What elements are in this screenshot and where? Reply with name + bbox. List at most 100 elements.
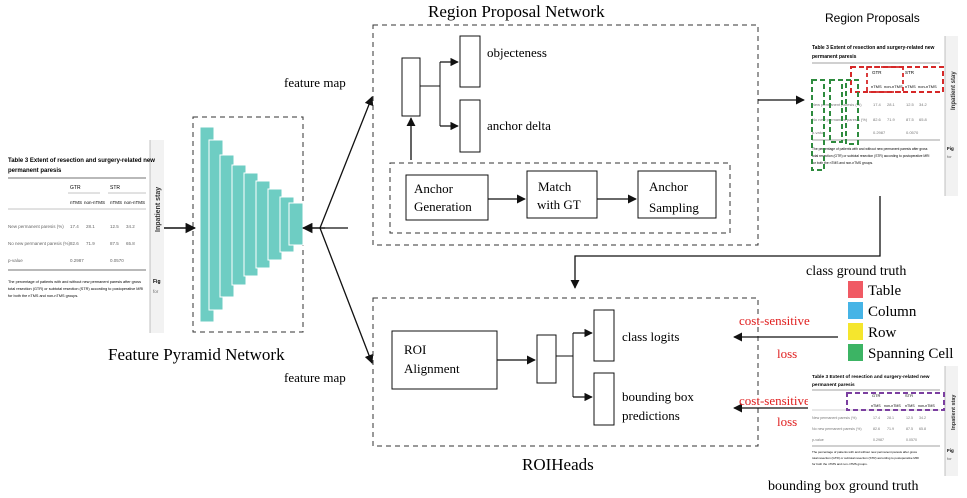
legend-label-1: Table xyxy=(868,283,901,299)
input-row-1-v2: 28.1 xyxy=(86,224,95,229)
gt-row-2-v1: 82.6 xyxy=(873,427,880,431)
input-side-fig: Fig xyxy=(153,279,161,285)
anchor-delta-label: anchor delta xyxy=(487,118,551,133)
gt-footnote-1: The percentage of patients with and with… xyxy=(812,450,918,454)
gt-table-title-2: permanent paresis xyxy=(812,382,855,388)
input-row-3-v1: 0.2987 xyxy=(70,258,84,263)
bbox-predictions-label-2: predictions xyxy=(622,408,680,423)
anchor-sampling-box xyxy=(637,170,717,219)
input-side-text: Inpatient stay xyxy=(155,187,162,232)
class-loss-label-2: loss xyxy=(777,346,797,361)
gt-side-for: for xyxy=(947,456,952,461)
input-sub-3: nTMS xyxy=(110,200,122,205)
gt-row-2-v3: 87.5 xyxy=(906,427,913,431)
input-table-title-2: permanent paresis xyxy=(8,168,62,174)
gt-table-title-1: Table 3 Extent of resection and surgery-… xyxy=(812,374,930,380)
proposals-row-2-v2: 71.9 xyxy=(887,117,896,122)
proposals-row-3-v1: 0.2987 xyxy=(873,130,886,135)
anchor-generation-box xyxy=(405,174,489,221)
proposals-row-2-v1: 82.6 xyxy=(873,117,882,122)
proposals-footnote-2: total resection (GTR) or subtotal resect… xyxy=(812,154,930,158)
input-row-1-v4: 34.2 xyxy=(126,224,135,229)
gt-row-3-label: p-value xyxy=(812,438,824,442)
class-logits-box xyxy=(593,309,615,362)
input-row-3-v3: 0.0570 xyxy=(110,258,124,263)
pyramid-layer-9 xyxy=(288,202,304,246)
gt-footnote-2: total resection (GTR) or subtotal resect… xyxy=(812,456,919,460)
proposal-box-green-1 xyxy=(811,79,825,171)
legend-label-4: Spanning Cell xyxy=(868,346,953,362)
roi-alignment-box xyxy=(391,330,498,390)
input-row-2-v4: 65.8 xyxy=(126,241,135,246)
gt-row-1-v1: 17.4 xyxy=(873,416,880,420)
proposals-sub-3: nTMS xyxy=(905,84,916,89)
region-proposals-title: Region Proposals xyxy=(825,11,920,25)
proposal-box-green-2 xyxy=(829,79,843,143)
gt-row-2-v2: 71.9 xyxy=(887,427,894,431)
bbox-predictions-label-1: bounding box xyxy=(622,389,694,404)
input-table-image: Table 3 Extent of resection and surgery-… xyxy=(4,140,164,333)
gt-row-3-v1: 0.2987 xyxy=(873,438,884,442)
anchor-sampling-label-2: Sampling xyxy=(649,200,699,215)
match-gt-label-2: with GT xyxy=(537,197,581,212)
proposals-sub-4: non-nTMS xyxy=(918,84,937,89)
input-group-gtr: GTR xyxy=(70,185,81,191)
region-proposals-image: Table 3 Extent of resection and surgery-… xyxy=(808,36,958,196)
anchor-generation-label-1: Anchor xyxy=(414,181,454,196)
proposals-group-str: STR xyxy=(905,70,915,75)
bbox-ground-truth-label: bounding box ground truth xyxy=(768,479,919,494)
input-footnote-3: for both the nTMS and non-nTMS groups. xyxy=(8,294,78,298)
bbox-loss-label-1: cost-sensitive xyxy=(739,393,810,408)
proposals-row-2-v3: 87.5 xyxy=(906,117,915,122)
proposals-row-2-label: No new permanent paresis (%) xyxy=(812,117,868,122)
roi-alignment-label-1: ROI xyxy=(404,342,426,357)
proposals-row-1-label: New permanent paresis (%) xyxy=(812,102,862,107)
roiheads-title: ROIHeads xyxy=(522,455,594,474)
gt-group-gtr: GTR xyxy=(872,393,881,398)
input-row-2-v2: 71.9 xyxy=(86,241,95,246)
gt-row-1-v4: 34.2 xyxy=(919,416,926,420)
roi-alignment-label-2: Alignment xyxy=(404,361,460,376)
input-row-2-v3: 87.5 xyxy=(110,241,119,246)
legend-swatch-3 xyxy=(848,323,863,340)
proposals-row-1-v3: 12.5 xyxy=(906,102,915,107)
proposals-group-gtr: GTR xyxy=(872,70,882,75)
input-row-1-v1: 17.4 xyxy=(70,224,79,229)
proposals-row-2-v4: 65.8 xyxy=(919,117,928,122)
gt-row-2-label: No new permanent paresis (%) xyxy=(812,427,862,431)
gt-sub-4: non-nTMS xyxy=(918,404,935,408)
gt-row-2-v4: 65.8 xyxy=(919,427,926,431)
gt-row-1-v3: 12.5 xyxy=(906,416,913,420)
arrow-fpn-roiheads xyxy=(319,227,374,364)
objecteness-label: objecteness xyxy=(487,45,547,60)
gt-row-1-v2: 28.1 xyxy=(887,416,894,420)
input-row-3-label: p-value xyxy=(8,258,23,263)
proposals-row-1-v4: 34.2 xyxy=(919,102,928,107)
class-ground-truth-label: class ground truth xyxy=(806,264,906,279)
feature-map-top-label: feature map xyxy=(284,75,346,90)
proposals-row-1-v2: 28.1 xyxy=(887,102,896,107)
proposals-footnote-1: The percentage of patients with and with… xyxy=(812,147,928,151)
gt-group-str: STR xyxy=(905,393,913,398)
input-footnote-2: total resection (GTR) or subtotal resect… xyxy=(8,287,143,291)
input-row-2-v1: 82.6 xyxy=(70,241,79,246)
proposals-table-title-1: Table 3 Extent of resection and surgery-… xyxy=(812,45,935,51)
anchor-dashed-box xyxy=(389,162,731,234)
gt-row-1-label: New permanent paresis (%) xyxy=(812,416,857,420)
gt-side-fig: Fig xyxy=(947,448,954,453)
rpn-conv-box xyxy=(401,57,421,117)
proposals-footnote-3: for both the nTMS and non-nTMS groups. xyxy=(812,161,873,165)
legend-swatch-4 xyxy=(848,344,863,361)
feature-map-bottom-label: feature map xyxy=(284,370,346,385)
proposal-box-green-3 xyxy=(845,79,859,145)
gt-sub-2: non-nTMS xyxy=(884,404,901,408)
proposals-side-text: Inpatient stay xyxy=(951,71,957,110)
proposals-side-fig: Fig xyxy=(947,146,954,151)
input-row-1-v3: 12.5 xyxy=(110,224,119,229)
gt-side-text: Inpatient stay xyxy=(951,394,957,430)
bbox-loss-label-2: loss xyxy=(777,414,797,429)
legend-swatch-1 xyxy=(848,281,863,298)
proposals-side-for: for xyxy=(947,154,952,159)
